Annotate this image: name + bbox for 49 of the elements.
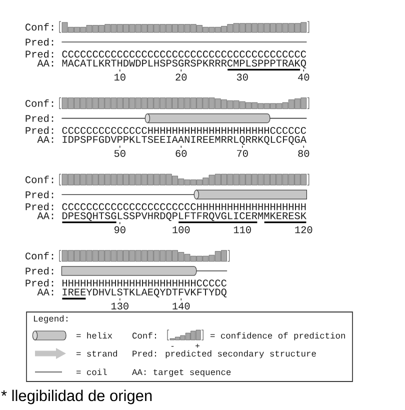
key-description: Pred: predicted secondary structure: [132, 350, 316, 358]
row-label: Pred:: [26, 267, 54, 275]
amino-acid-sequence: IREEYDHVLSTKLAEQYDTFVKFTYDQ: [62, 288, 226, 298]
key-description: AA: target sequence: [132, 369, 231, 377]
amino-acid-sequence: DPESQHTSGLSSPVHRDQPLFTFRQVGLICERMMKERESK: [62, 212, 306, 222]
row-label: AA:: [37, 60, 54, 66]
amino-acid-sequence: IDPSPFGDVPPKLTSEEIAANIREEMRRLQRRKQLCFQGA: [62, 136, 306, 145]
sign-label: -: [171, 346, 174, 347]
legend-label: = helix: [76, 332, 112, 339]
position-number: 60: [176, 150, 187, 157]
row-label: Conf:: [26, 252, 54, 260]
structure-sequence: CCCCCCCCCCCCCCCCCCCCCCHHHHHHHHHHHHHHHHHH: [62, 203, 306, 210]
caption: * llegibilidad de origen: [1, 390, 152, 404]
position-number: 140: [172, 302, 190, 310]
position-number: 30: [236, 74, 248, 81]
legend-label: = coil: [76, 368, 107, 376]
row-label: Conf:: [26, 176, 54, 184]
position-number: 120: [295, 226, 312, 234]
row-label: AA:: [37, 136, 54, 143]
row-label: Pred:: [26, 202, 54, 210]
structure-sequence: HHHHHHHHHHHHHHHHHHHHHHCCCCC: [62, 280, 226, 286]
row-label: Pred:: [26, 114, 54, 122]
row-label: Pred:: [26, 38, 54, 46]
row-label: Pred:: [26, 279, 54, 287]
sign-label: +: [196, 344, 200, 348]
row-label: Conf:: [26, 99, 54, 107]
legend-heading: Legend:: [34, 315, 68, 324]
position-number: 90: [114, 226, 126, 234]
structure-sequence: CCCCCCCCCCCCCCHHHHHHHHHHHHHHHHHHHHCCCCCC: [62, 126, 306, 134]
row-label: Conf:: [26, 23, 54, 31]
legend-label: = strand: [76, 350, 117, 357]
position-number: 110: [234, 226, 251, 234]
row-label: Pred:: [26, 50, 54, 58]
position-number: 70: [237, 150, 248, 157]
structure-sequence: CCCCCCCCCCCCCCCCCCCCCCCCCCCCCCCCCCCCCCCC: [62, 50, 306, 58]
row-label: AA:: [37, 212, 54, 220]
row-label: AA:: [37, 288, 54, 296]
position-number: 80: [298, 150, 310, 157]
position-number: 50: [114, 150, 126, 157]
row-label: Pred:: [26, 126, 54, 134]
row-label: Pred:: [26, 190, 54, 198]
position-number: 40: [298, 74, 310, 81]
key-description: = confidence of prediction: [210, 332, 345, 340]
key-label: Conf:: [132, 332, 156, 339]
position-number: 100: [172, 226, 190, 234]
position-number: 10: [114, 74, 126, 81]
position-number: 130: [111, 302, 128, 310]
position-number: 20: [176, 74, 187, 81]
amino-acid-sequence: MACATLKRTHDWDPLHSPSGRSPKRRRCMPLSPPPTRAKQ: [62, 60, 306, 68]
